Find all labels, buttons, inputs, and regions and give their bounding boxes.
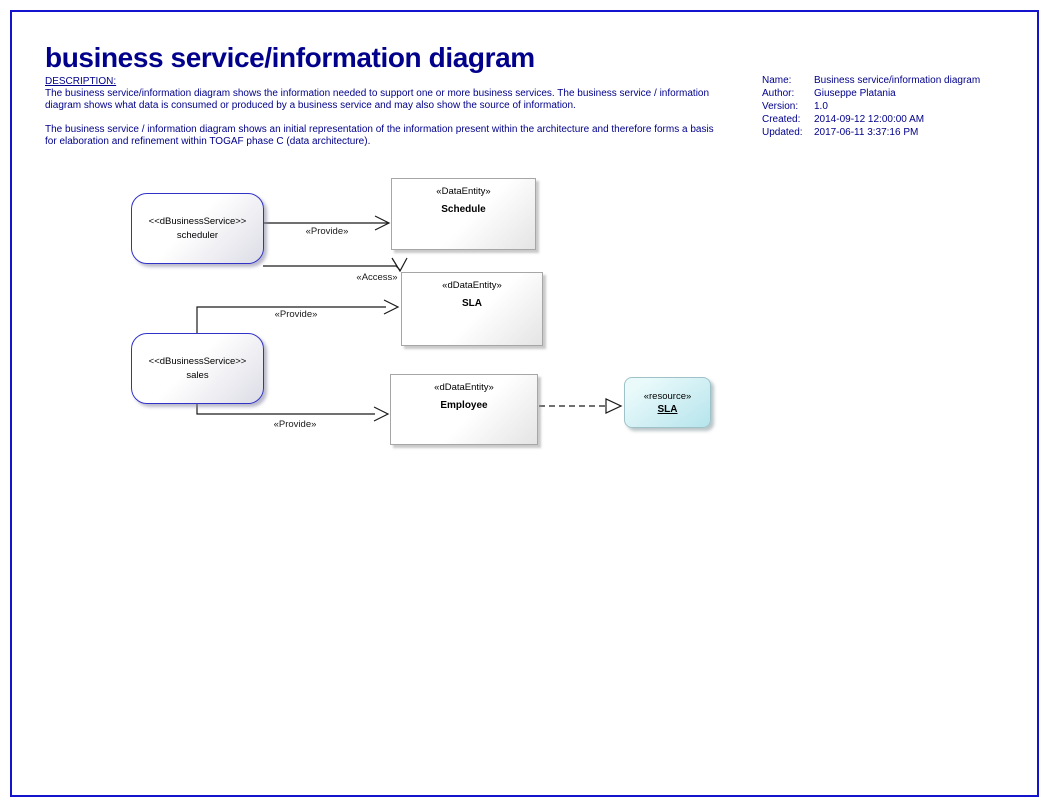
edge-label-provide-2: «Provide» [274,309,318,320]
meta-value: Business service/information diagram [814,75,981,86]
meta-label: Created: [762,114,801,125]
meta-row-version: Version: 1.0 [762,100,980,113]
meta-label: Updated: [762,127,803,138]
meta-row-author: Author: Giuseppe Platania [762,87,980,100]
edge-label-provide-1: «Provide» [305,226,349,237]
node-business-service-scheduler[interactable]: <<dBusinessService>> scheduler [131,193,264,264]
node-name: SLA [657,403,678,415]
node-data-entity-schedule[interactable]: «DataEntity» Schedule [391,178,536,250]
description-paragraph-2: The business service / information diagr… [45,124,714,147]
node-name: Schedule [441,204,486,215]
edge-label-provide-3: «Provide» [273,419,317,430]
node-resource-sla[interactable]: «resource» SLA [624,377,711,428]
node-stereotype: «dDataEntity» [434,382,494,393]
meta-label: Author: [762,88,795,99]
node-name: sales [186,370,209,381]
meta-value: 1.0 [814,101,828,112]
node-stereotype: <<dBusinessService>> [148,216,247,227]
node-stereotype: <<dBusinessService>> [148,356,247,367]
node-data-entity-employee[interactable]: «dDataEntity» Employee [390,374,538,445]
page-title: business service/information diagram [45,42,535,73]
node-name: scheduler [176,230,219,241]
node-business-service-sales[interactable]: <<dBusinessService>> sales [131,333,264,404]
meta-row-updated: Updated: 2017-06-11 3:37:16 PM [762,126,980,139]
edge-label-access: «Access» [356,272,398,283]
meta-row-created: Created: 2014-09-12 12:00:00 AM [762,113,980,126]
meta-value: 2017-06-11 3:37:16 PM [814,127,919,138]
node-stereotype: «dDataEntity» [442,280,502,291]
node-stereotype: «resource» [643,390,692,402]
meta-label: Name: [762,75,792,86]
meta-value: Giuseppe Platania [814,88,896,99]
node-stereotype: «DataEntity» [436,186,491,197]
node-data-entity-sla[interactable]: «dDataEntity» SLA [401,272,543,346]
node-name: Employee [440,400,488,411]
diagram-properties-panel: Name: Business service/information diagr… [762,74,980,139]
meta-value: 2014-09-12 12:00:00 AM [814,114,925,125]
description-heading: DESCRIPTION: [45,76,117,87]
node-name: SLA [462,298,482,309]
meta-row-name: Name: Business service/information diagr… [762,74,980,87]
description-paragraph-1: The business service/information diagram… [45,88,710,111]
meta-label: Version: [762,101,799,112]
